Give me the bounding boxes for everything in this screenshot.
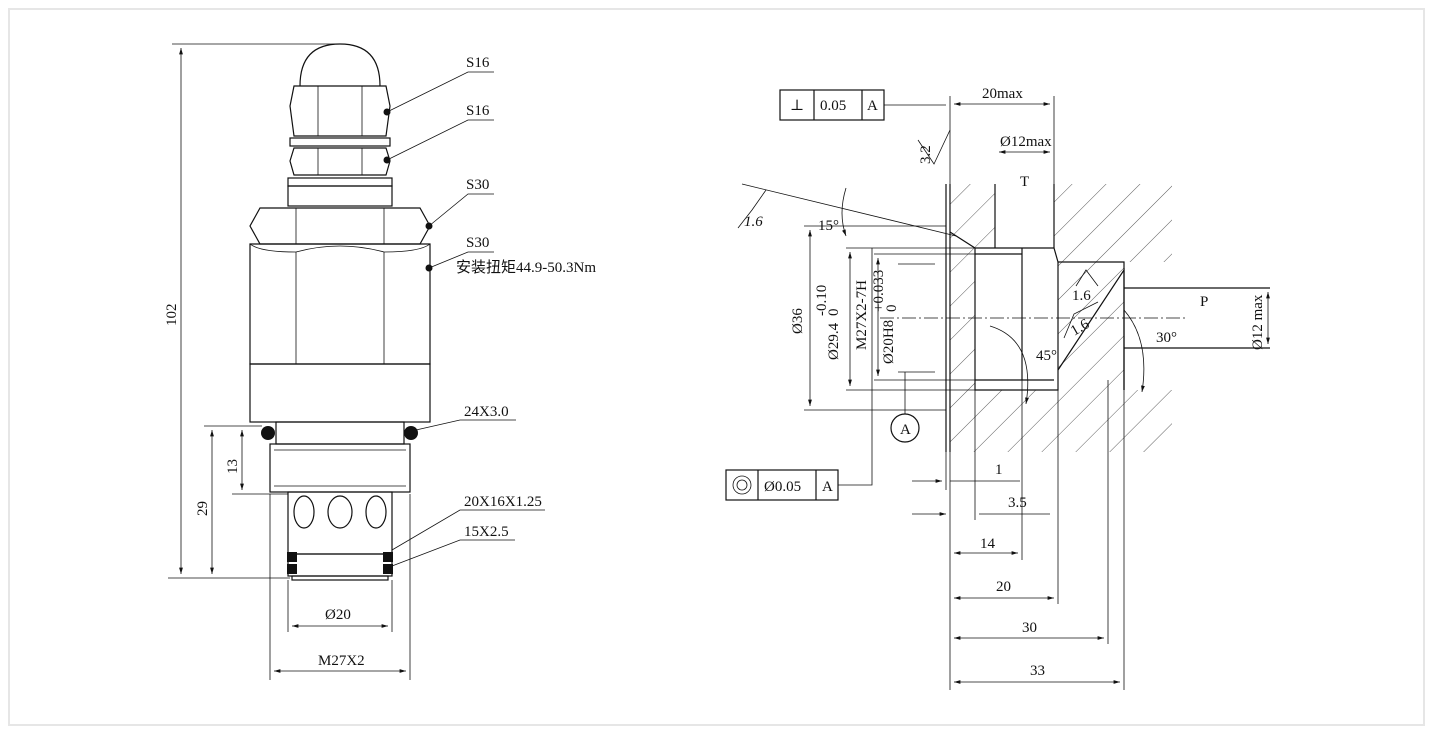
dim-dia29-4: Ø29.4 — [826, 322, 842, 360]
roughness-3-2: 3.2 — [918, 145, 934, 164]
tol-20-lower: 0 — [884, 305, 900, 313]
dim-dia12max: Ø12max — [1000, 134, 1052, 150]
fcf-conc-tol: Ø0.05 — [764, 479, 801, 495]
callout-s16-top: S16 — [466, 55, 490, 71]
dim-1: 1 — [995, 462, 1003, 478]
dim-29: 29 — [195, 501, 211, 516]
callout-oring-15x2: 15X2.5 — [464, 524, 509, 540]
dim-102: 102 — [164, 304, 180, 327]
tol-20-upper: +0.033 — [871, 270, 887, 312]
thread-spec: M27X2-7H — [854, 280, 870, 350]
port-t-label: T — [1020, 174, 1029, 190]
dim-13: 13 — [225, 459, 241, 474]
torque-note: 安装扭矩44.9-50.3Nm — [456, 259, 596, 276]
dim-dia36: Ø36 — [790, 308, 806, 334]
callout-oring-20x16: 20X16X1.25 — [464, 494, 542, 510]
datum-a-bubble — [890, 413, 920, 443]
fcf-perp-symbol: ⊥ — [790, 98, 804, 114]
dim-20: 20 — [996, 579, 1011, 595]
cavity-section — [725, 89, 1270, 690]
dim-3-5: 3.5 — [1008, 495, 1027, 511]
tol-29-4-upper: -0.10 — [814, 285, 830, 316]
tol-29-4-lower: 0 — [826, 309, 842, 317]
datum-a-label: A — [900, 422, 911, 438]
dim-m27x2: M27X2 — [318, 653, 365, 669]
dim-20max: 20max — [982, 86, 1023, 102]
callout-s30-upper: S30 — [466, 177, 489, 193]
port-p-label: P — [1200, 294, 1208, 310]
fcf-perp-datum: A — [867, 98, 878, 114]
angle-45: 45° — [1036, 348, 1057, 364]
callout-oring-24x3: 24X3.0 — [464, 404, 509, 420]
dim-33: 33 — [1030, 663, 1045, 679]
dim-14: 14 — [980, 536, 996, 552]
dim-30: 30 — [1022, 620, 1037, 636]
dim-dia20: Ø20 — [325, 607, 351, 623]
fcf-conc-datum: A — [822, 479, 833, 495]
drawing-frame — [8, 8, 1425, 726]
roughness-1-6-bore: 1.6 — [1072, 288, 1091, 304]
fcf-perp-tol: 0.05 — [820, 98, 846, 114]
angle-15: 15° — [818, 218, 839, 234]
angle-30: 30° — [1156, 330, 1177, 346]
dim-dia20h8: Ø20H8 — [881, 320, 897, 364]
callout-s16-lock: S16 — [466, 103, 490, 119]
callout-s30-lower: S30 — [466, 235, 489, 251]
cartridge-valve — [168, 43, 545, 680]
dim-dia12max-p: Ø12 max — [1250, 294, 1266, 350]
roughness-1-6-chamfer: 1.6 — [744, 214, 763, 230]
